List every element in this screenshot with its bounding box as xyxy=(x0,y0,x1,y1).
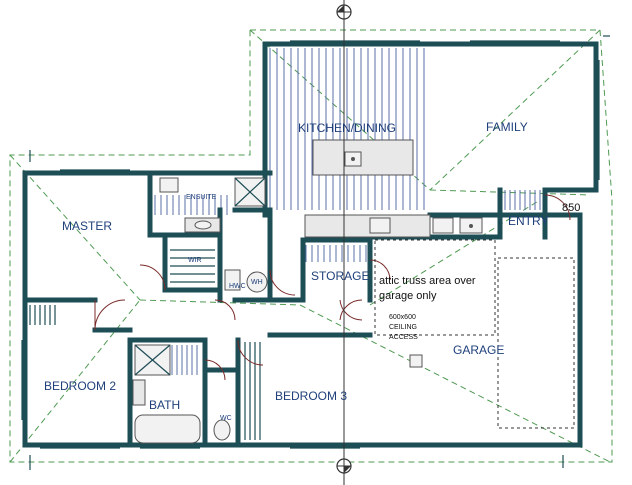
room-label-hwc: HWC xyxy=(229,283,246,290)
section-marker-bottom-icon xyxy=(336,458,352,474)
room-label-storage: STORAGE xyxy=(311,269,369,283)
room-label-master: MASTER xyxy=(62,219,112,233)
roof-outline xyxy=(9,29,613,463)
attic-note-line-2: garage only xyxy=(379,290,437,302)
interior-walls xyxy=(22,170,548,448)
room-label-entry: ENTRY xyxy=(508,214,548,228)
storage-floor-hatch xyxy=(305,245,367,262)
bath-floor-hatch xyxy=(171,345,198,375)
wardrobe-shelving xyxy=(29,249,261,440)
ceiling-access-line-1: 600x600 xyxy=(389,314,416,321)
room-label-bedroom-2: BEDROOM 2 xyxy=(44,379,116,393)
attic-note-line-1: attic truss area over xyxy=(379,275,476,287)
entry-door-dimension: 850 xyxy=(562,202,580,214)
room-label-wc: WC xyxy=(220,415,232,422)
room-label-bath: BATH xyxy=(149,398,180,412)
hwc-fixtures xyxy=(224,269,268,293)
room-label-wh: WH xyxy=(251,279,263,286)
entry-floor-hatch xyxy=(504,190,541,210)
kitchen-floor-hatch xyxy=(269,48,425,210)
room-label-bedroom-3: BEDROOM 3 xyxy=(275,389,347,403)
ceiling-access-line-2: CEILING xyxy=(389,324,417,331)
room-label-garage: GARAGE xyxy=(453,343,504,357)
room-label-family: FAMILY xyxy=(486,120,528,134)
kitchen-bench xyxy=(304,214,483,238)
doors xyxy=(94,194,571,381)
garage-outline xyxy=(374,239,575,429)
room-label-wir: WIR xyxy=(188,257,202,264)
section-marker-top-icon xyxy=(336,4,352,20)
ceiling-access-line-3: ACCESS xyxy=(389,334,418,341)
room-label-ensuite: ENSUITE xyxy=(186,194,217,201)
windows xyxy=(21,40,600,449)
kitchen-island xyxy=(312,139,414,176)
bath-fixtures xyxy=(132,344,231,444)
room-label-kitchen-dining: KITCHEN/DINING xyxy=(298,121,396,135)
grid-ticks xyxy=(29,35,610,470)
ensuite-fixtures xyxy=(159,177,266,233)
